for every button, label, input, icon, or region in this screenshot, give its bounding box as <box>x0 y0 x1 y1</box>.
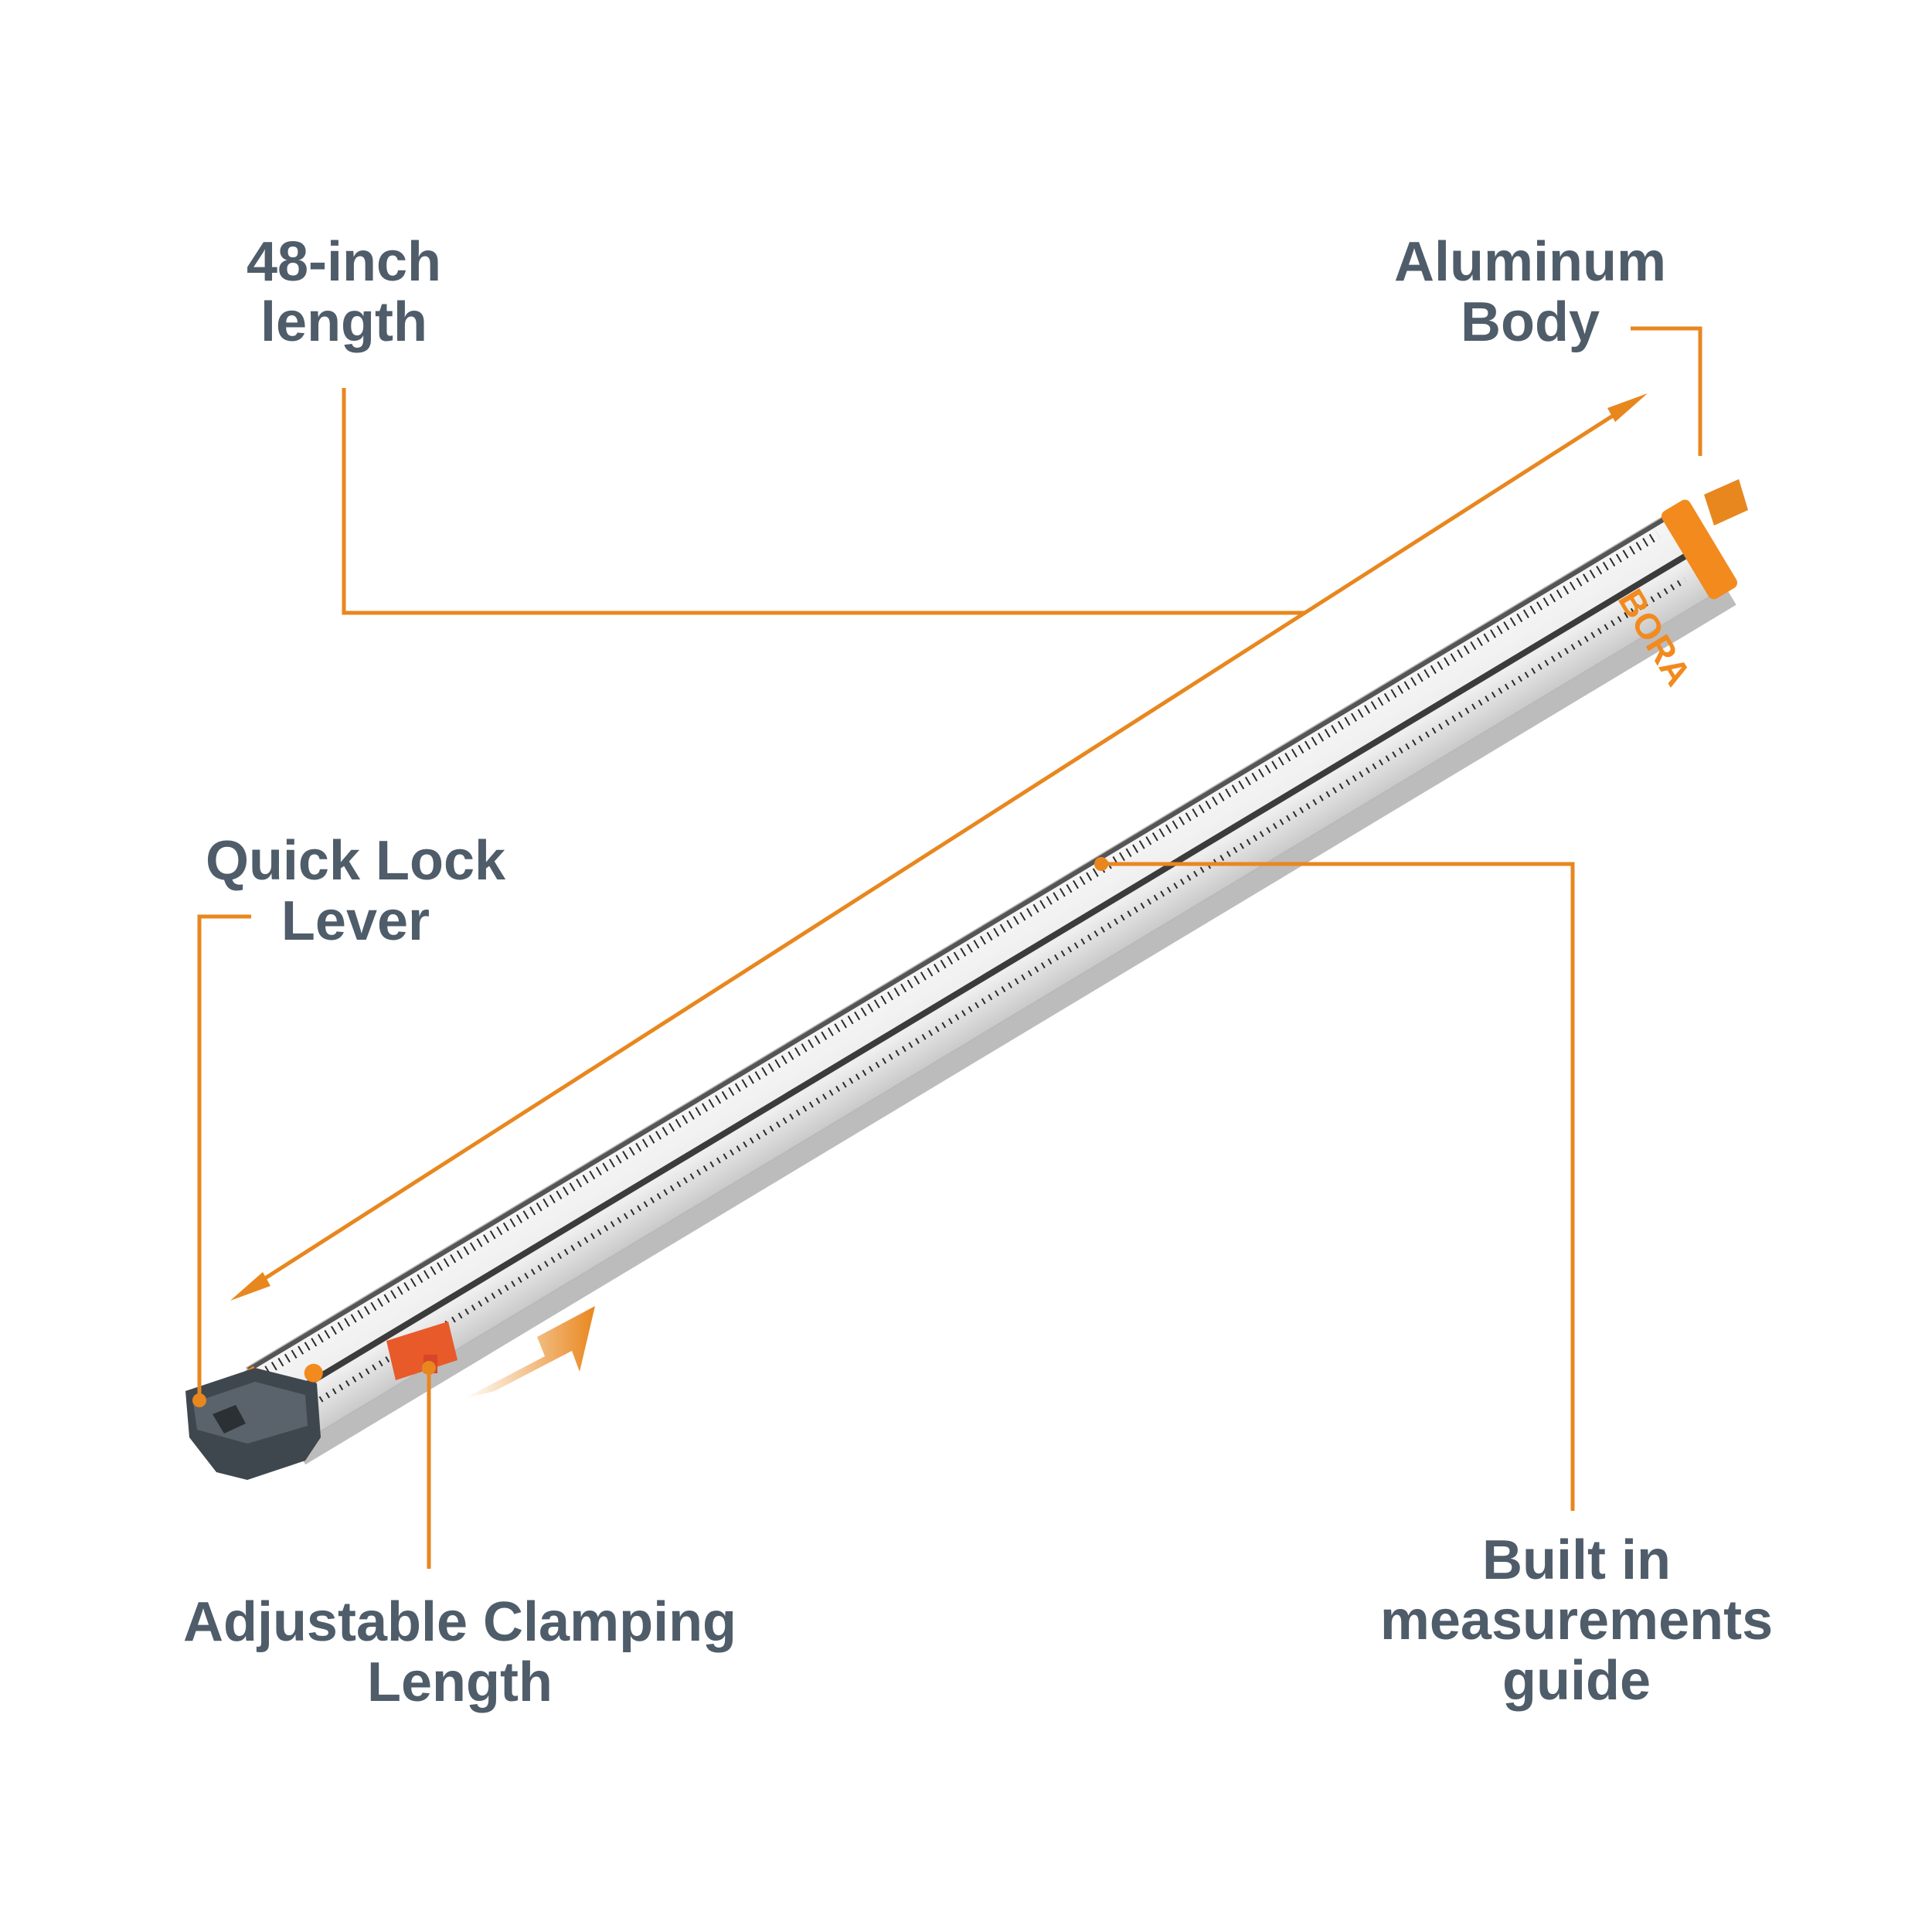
clamping-label-line1: Adjustable Clamping <box>182 1591 737 1653</box>
slide-arrow-icon <box>464 1306 595 1399</box>
quick-lock-lever[interactable] <box>185 1368 321 1480</box>
guide-label-line2: measurements <box>1379 1590 1774 1651</box>
lever-label: Quick Lock Lever <box>185 831 526 951</box>
clamping-callout-dot <box>422 1361 436 1375</box>
start-dot <box>304 1363 323 1383</box>
length-callout-lines <box>242 388 1636 1294</box>
clamping-label-line2: Length <box>367 1651 553 1713</box>
ruler-ticks-bottom <box>287 567 1687 1419</box>
arrowhead-left-icon <box>230 1272 270 1301</box>
orange-end-cap <box>1661 499 1737 600</box>
ruler-groove <box>275 547 1696 1405</box>
lever-icon <box>213 1405 246 1434</box>
body-label-line1: Aluminum <box>1394 231 1666 293</box>
guide-label-line3: guide <box>1502 1650 1651 1712</box>
lever-label-line1: Quick Lock <box>205 830 506 892</box>
length-label: 48-inch length <box>189 232 498 352</box>
body-label: Aluminum Body <box>1368 232 1692 352</box>
rail-top-edge <box>247 508 1681 1372</box>
length-label-line2: length <box>260 291 427 353</box>
ruler-ticks-top <box>264 530 1665 1382</box>
guide-callout-dot <box>1094 857 1108 871</box>
guide-label: Built in measurements guide <box>1345 1530 1808 1711</box>
body-label-line2: Body <box>1461 291 1600 353</box>
lever-callout-line <box>197 914 251 1399</box>
rail-lower-face <box>294 587 1736 1465</box>
guide-label-line1: Built in <box>1482 1529 1671 1591</box>
aluminum-rail: BORA <box>243 499 1737 1465</box>
far-end-foot <box>1704 479 1748 526</box>
body-callout-line <box>1631 326 1702 456</box>
arrowhead-right-icon <box>1607 393 1648 422</box>
lever-label-line2: Lever <box>281 890 430 952</box>
length-label-line1: 48-inch <box>246 231 442 293</box>
length-arrowheads <box>230 393 1648 1301</box>
clamping-label: Adjustable Clamping Length <box>147 1592 773 1713</box>
lever-callout-dot <box>192 1393 206 1407</box>
guide-callout-line <box>1101 862 1575 1511</box>
